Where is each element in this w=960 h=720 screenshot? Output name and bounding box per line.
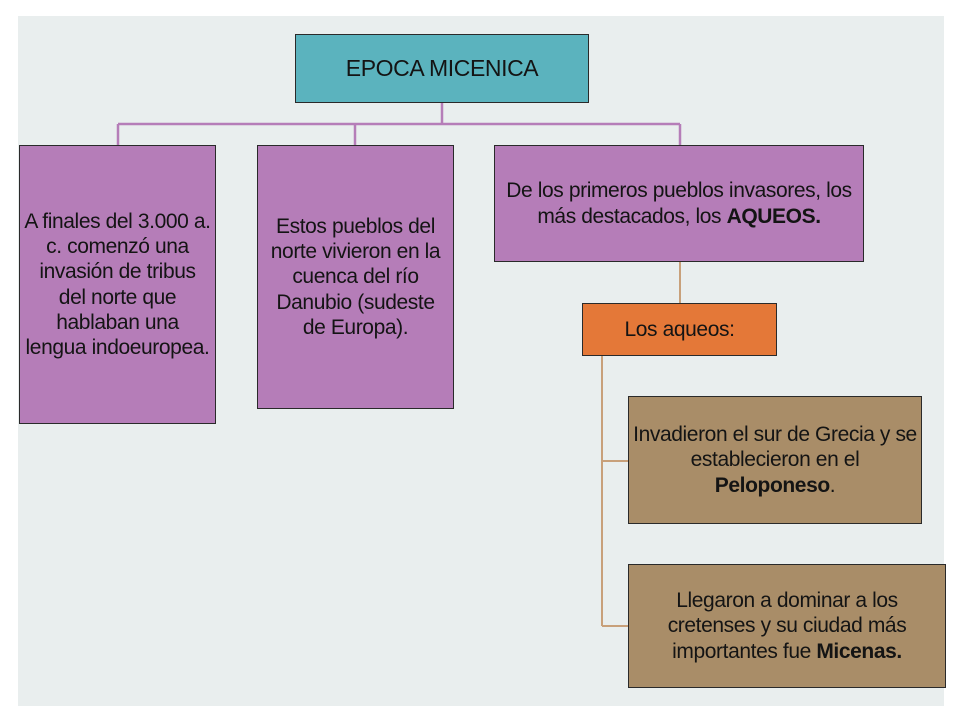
title-text: EPOCA MICENICA <box>345 54 539 81</box>
invasion-text: A finales del 3.000 a. c. comenzó una in… <box>24 209 211 359</box>
concept-box-danubio: Estos pueblos del norte vivieron en la c… <box>257 145 454 409</box>
title-box: EPOCA MICENICA <box>295 34 589 103</box>
danubio-text: Estos pueblos del norte vivieron en la c… <box>270 215 441 339</box>
concept-box-aqueos: De los primeros pueblos invasores, los m… <box>494 145 864 262</box>
subtitle-text: Los aqueos: <box>624 317 735 341</box>
peloponeso-text: Invadieron el sur de Grecia y se estable… <box>633 423 917 497</box>
concept-box-invasion: A finales del 3.000 a. c. comenzó una in… <box>19 145 216 424</box>
aqueos-text: De los primeros pueblos invasores, los m… <box>506 179 852 228</box>
micenas-text: Llegaron a dominar a los cretenses y su … <box>667 589 907 663</box>
subtitle-box: Los aqueos: <box>582 303 777 356</box>
concept-box-micenas: Llegaron a dominar a los cretenses y su … <box>628 564 946 688</box>
concept-box-peloponeso: Invadieron el sur de Grecia y se estable… <box>628 396 922 524</box>
